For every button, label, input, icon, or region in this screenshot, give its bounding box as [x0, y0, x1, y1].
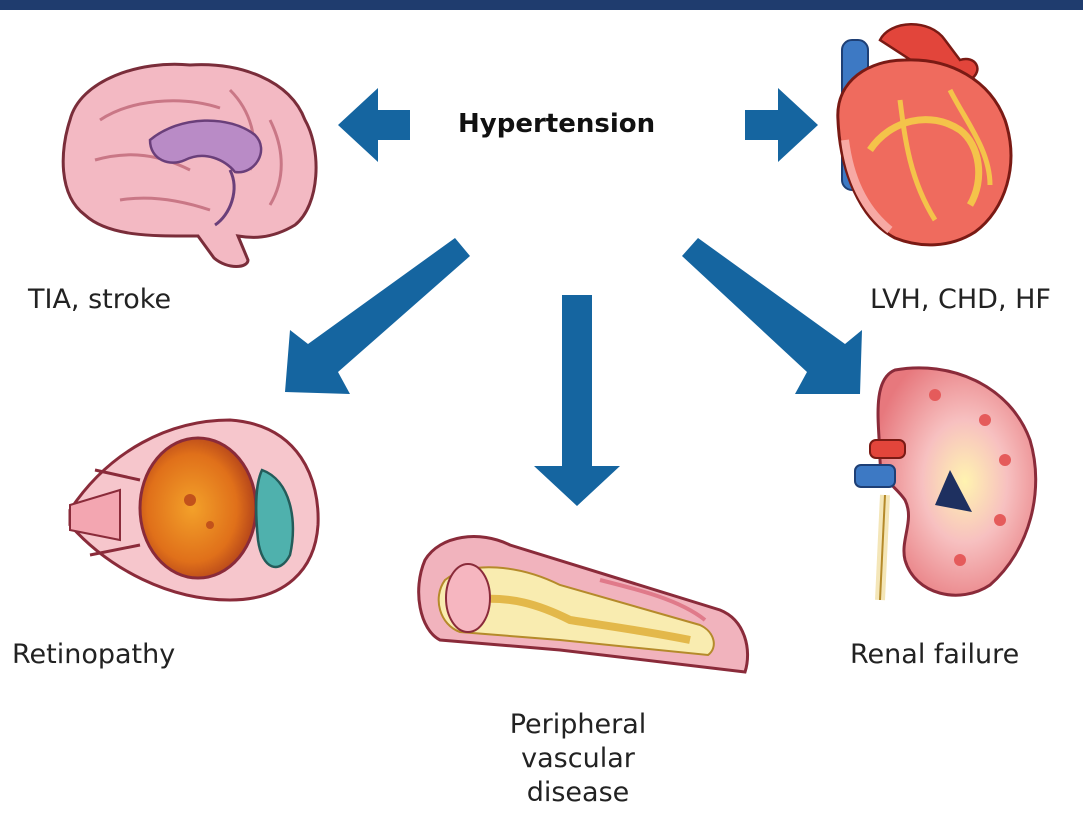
arrow-to-brain — [338, 88, 410, 162]
arrow-to-heart — [745, 88, 818, 162]
vessel-illustration — [419, 537, 748, 672]
vessel-outcome-label: Peripheral vascular disease — [458, 708, 698, 809]
vessel-label-line-2: vascular — [458, 742, 698, 776]
kidney-outcome-label: Renal failure — [850, 638, 1019, 672]
vessel-label-line-3: disease — [458, 776, 698, 810]
title-strip — [0, 0, 1083, 10]
eye-illustration — [70, 420, 318, 600]
eye-outcome-label: Retinopathy — [12, 638, 175, 672]
hypertension-label: Hypertension — [458, 108, 655, 141]
heart-illustration — [838, 24, 1011, 245]
brain-illustration — [63, 64, 316, 266]
heart-outcome-label: LVH, CHD, HF — [870, 283, 1051, 317]
arrow-to-kidney — [682, 238, 862, 394]
arrow-to-eye — [285, 238, 470, 394]
brain-outcome-label: TIA, stroke — [28, 283, 171, 317]
vessel-label-line-1: Peripheral — [458, 708, 698, 742]
kidney-illustration — [855, 368, 1036, 600]
arrow-to-vessel — [534, 295, 620, 506]
